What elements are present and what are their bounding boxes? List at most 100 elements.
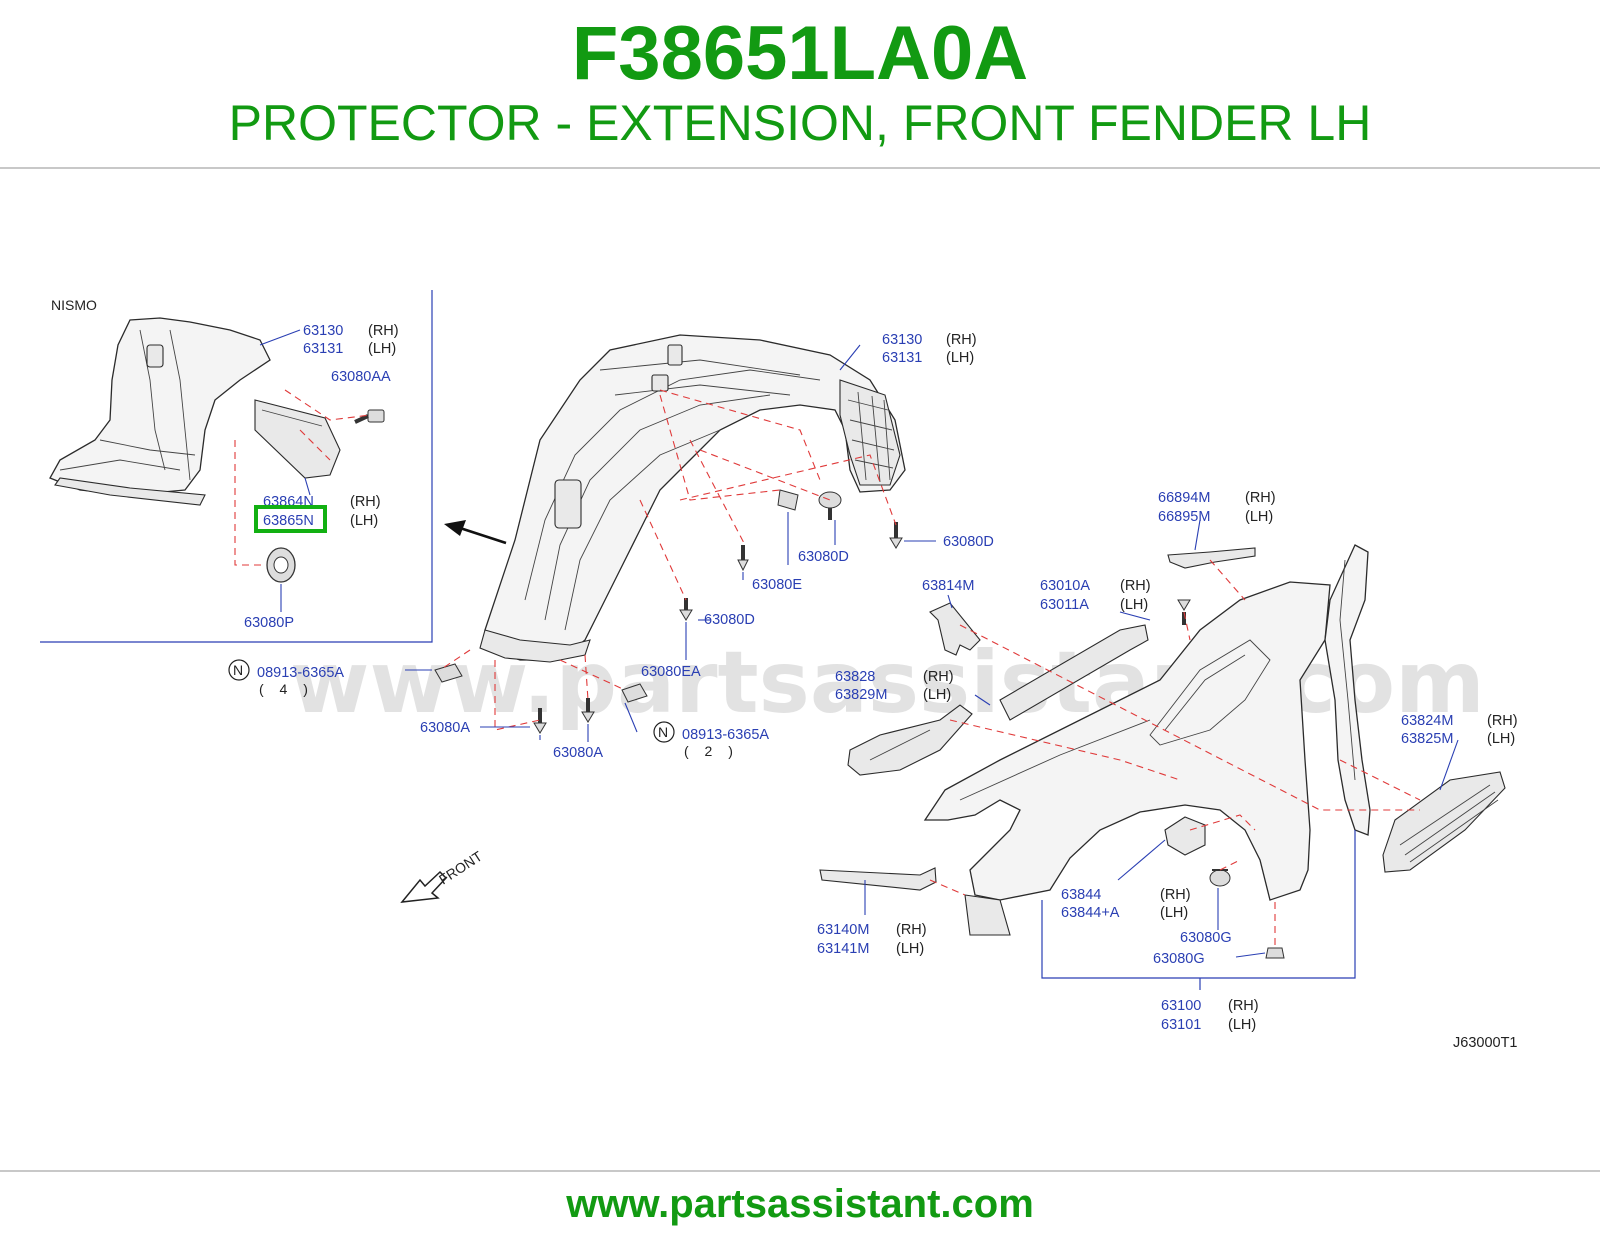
label-63080EA: 63080EA (641, 664, 701, 680)
side-63844: (RH) (1160, 887, 1191, 903)
clip-08913-left (434, 663, 463, 683)
n-marker-right: N (653, 721, 675, 743)
part-number-title: F38651LA0A (571, 11, 1029, 96)
grille-63824M (1382, 771, 1506, 873)
bolt-63080A-left (533, 708, 547, 734)
bolt-63080A-right (581, 698, 595, 723)
side-63010A: (RH) (1120, 578, 1151, 594)
side-63131: (LH) (946, 350, 974, 366)
label-63825M: 63825M (1401, 731, 1453, 747)
page-header: F38651LA0A PROTECTOR - EXTENSION, FRONT … (0, 0, 1600, 168)
label-inset-63080P: 63080P (244, 615, 294, 631)
label-63140M: 63140M (817, 922, 869, 938)
label-66894M: 66894M (1158, 490, 1210, 506)
nismo-inset: NISMO 63130 (RH) 63131 (LH) 63080 (40, 290, 433, 643)
label-inset-63130: 63130 (303, 323, 343, 339)
label-63080G-a: 63080G (1180, 930, 1232, 946)
label-63844A: 63844+A (1061, 905, 1120, 921)
seal-63140M (819, 867, 937, 891)
side-63825M: (LH) (1487, 731, 1515, 747)
clip-08913-right (621, 683, 648, 703)
side-66895M: (LH) (1245, 509, 1273, 525)
inset-grommet-63080P (266, 547, 296, 583)
side-63824M: (RH) (1487, 713, 1518, 729)
label-63141M: 63141M (817, 941, 869, 957)
label-63080D-c: 63080D (704, 612, 755, 628)
main-fender-liner (479, 334, 906, 663)
side-inset-63864N: (RH) (350, 494, 381, 510)
header-divider (0, 167, 1600, 169)
side-inset-63130: (RH) (368, 323, 399, 339)
label-63829M: 63829M (835, 687, 887, 703)
label-inset-63131: 63131 (303, 341, 343, 357)
side-inset-63131: (LH) (368, 341, 396, 357)
bracket-63814M (929, 602, 981, 656)
svg-text:N: N (233, 662, 243, 678)
n-marker-left: N (228, 659, 250, 681)
front-fender (923, 581, 1331, 936)
label-63130: 63130 (882, 332, 922, 348)
label-inset-63865N[interactable]: 63865N (263, 513, 314, 529)
inset-bolt-63080AA (354, 409, 385, 424)
footer-divider (0, 1170, 1600, 1172)
inset-fender-liner (49, 317, 271, 496)
label-63101: 63101 (1161, 1017, 1201, 1033)
label-63824M: 63824M (1401, 713, 1453, 729)
bracket-63828 (847, 704, 973, 776)
label-63828: 63828 (835, 669, 875, 685)
side-63101: (LH) (1228, 1017, 1256, 1033)
label-63080A-b: 63080A (553, 745, 603, 761)
fastener-63080D-upper (818, 491, 842, 520)
inset-border (40, 290, 433, 643)
label-63011A: 63011A (1040, 597, 1089, 613)
label-63080D-b: 63080D (798, 549, 849, 565)
fender-stay-63010A (999, 599, 1191, 721)
part-description: PROTECTOR - EXTENSION, FRONT FENDER LH (228, 95, 1372, 151)
side-63141M: (LH) (896, 941, 924, 957)
label-63080A-a: 63080A (420, 720, 470, 736)
inset-pointer-arrow (444, 520, 507, 545)
side-63829M: (LH) (923, 687, 951, 703)
fastener-63080E (777, 489, 799, 511)
grommet-63080G-upper (1209, 869, 1231, 887)
grommet-63080G-lower (1265, 947, 1285, 959)
side-66894M: (RH) (1245, 490, 1276, 506)
label-63010A: 63010A (1040, 578, 1090, 594)
inset-title: NISMO (51, 297, 97, 313)
label-inset-63080AA: 63080AA (331, 369, 391, 385)
label-63131: 63131 (882, 350, 922, 366)
inset-protector-extension (254, 399, 341, 479)
side-63100: (RH) (1228, 998, 1259, 1014)
splash-63844 (1164, 816, 1206, 856)
diagram-code: J63000T1 (1453, 1035, 1518, 1051)
label-08913-b: 08913-6365A (682, 727, 769, 743)
label-63080E: 63080E (752, 577, 802, 593)
highlight-box (254, 505, 327, 533)
footer-url[interactable]: www.partsassistant.com (566, 1182, 1034, 1226)
side-63844A: (LH) (1160, 905, 1188, 921)
fastener-63080E-screw (737, 545, 749, 572)
label-63100: 63100 (1161, 998, 1201, 1014)
qty-08913-a: ( 4 ) (259, 681, 314, 697)
label-63844: 63844 (1061, 887, 1101, 903)
side-inset-63865N: (LH) (350, 513, 378, 529)
bracket-66894M (1167, 547, 1256, 569)
protector-63824M (1324, 544, 1371, 836)
label-08913-a: 08913-6365A (257, 665, 344, 681)
fastener-63080D-right (889, 522, 903, 549)
front-direction-indicator: FRONT (400, 848, 486, 903)
label-63080G-b: 63080G (1153, 951, 1205, 967)
svg-text:N: N (658, 724, 668, 740)
side-63011A: (LH) (1120, 597, 1148, 613)
highlight-backdrop (254, 506, 327, 532)
label-63814M: 63814M (922, 578, 974, 594)
fastener-63080D-lower (679, 598, 693, 621)
label-63080D-a: 63080D (943, 534, 994, 550)
side-63130: (RH) (946, 332, 977, 348)
front-label: FRONT (436, 848, 486, 888)
qty-08913-b: ( 2 ) (684, 743, 739, 759)
label-66895M: 66895M (1158, 509, 1210, 525)
side-63828: (RH) (923, 669, 954, 685)
side-63140M: (RH) (896, 922, 927, 938)
